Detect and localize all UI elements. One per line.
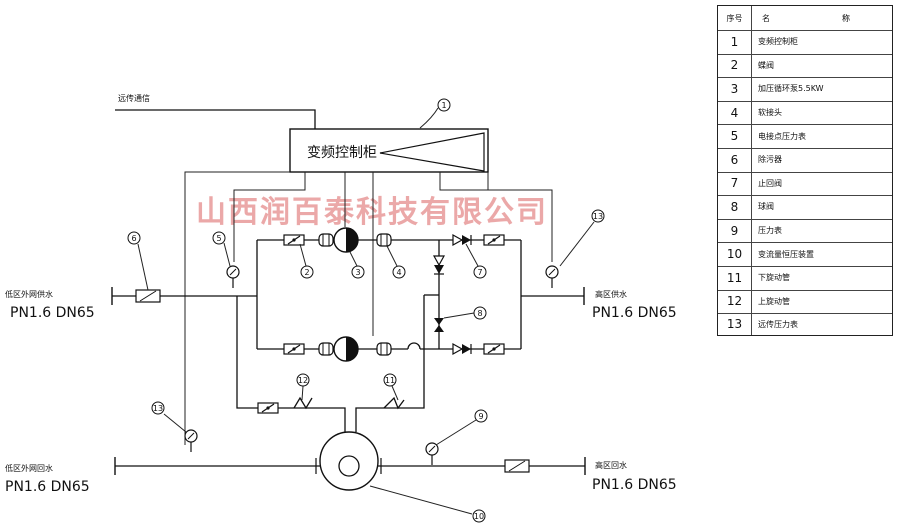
high-supply-title: 高区供水 [595, 289, 627, 299]
legend-row: 8 球阀 [718, 195, 892, 220]
legend-row-no: 11 [718, 266, 752, 290]
legend-row-no: 8 [718, 195, 752, 219]
legend-row: 10 变流量恒压装置 [718, 242, 892, 267]
legend-row-name: 上旋动管 [758, 296, 790, 306]
callout-3: 3 [355, 268, 360, 277]
callout-6: 6 [131, 234, 136, 243]
legend-header-no: 序号 [718, 6, 752, 30]
callout-2: 2 [304, 268, 309, 277]
low-supply-title: 低区外网供水 [5, 289, 53, 299]
legend-table: 序号 名 称 1 变频控制柜 2 蝶阀 3 加压循环泵5.5KW 4 软接头 5 电接点压… [717, 5, 893, 336]
legend-row: 1 变频控制柜 [718, 30, 892, 55]
legend-row: 13 远传压力表 [718, 313, 892, 336]
legend-header-name-b: 称 [842, 13, 850, 23]
legend-row: 9 压力表 [718, 218, 892, 244]
low-return-spec: PN1.6 DN65 [5, 479, 90, 495]
constant-pressure-device [319, 431, 379, 491]
control-cabinet: 变频控制柜 [289, 128, 489, 173]
legend-row-no: 5 [718, 124, 752, 148]
legend-row-name: 止回阀 [758, 178, 782, 188]
high-return-spec: PN1.6 DN65 [592, 477, 677, 493]
legend-header-name-a: 名 [762, 13, 770, 23]
callouts: 2 3 4 5 6 7 8 9 10 11 12 13 [127, 209, 605, 523]
legend-row: 11 下旋动管 [718, 266, 892, 291]
legend-row-name: 软接头 [758, 108, 782, 118]
legend-row-name: 加压循环泵5.5KW [758, 84, 824, 94]
callout-13-high: 13 [593, 212, 603, 221]
low-supply-spec: PN1.6 DN65 [10, 305, 95, 321]
watermark-text: 山西润百泰科技有限公司 [196, 195, 548, 230]
callout-5: 5 [216, 234, 221, 243]
legend-row-name: 变流量恒压装置 [758, 249, 814, 259]
callout-4: 4 [396, 268, 401, 277]
legend-row-name: 变频控制柜 [758, 37, 798, 47]
legend-row: 6 除污器 [718, 148, 892, 173]
low-return-title: 低区外网回水 [5, 463, 53, 473]
legend-row-no: 10 [718, 242, 752, 266]
callout-1: 1 [441, 101, 446, 110]
legend-row-no: 1 [718, 30, 752, 54]
legend-row-name: 下旋动管 [758, 273, 790, 283]
legend-row-no: 2 [718, 53, 752, 78]
legend-row-name: 电接点压力表 [758, 131, 806, 141]
control-wire-gauge5 [233, 172, 306, 262]
legend-row-no: 6 [718, 148, 752, 172]
legend-row: 3 加压循环泵5.5KW [718, 77, 892, 102]
high-supply-spec: PN1.6 DN65 [592, 305, 677, 321]
callout-12: 12 [298, 376, 308, 385]
legend-row: 5 电接点压力表 [718, 124, 892, 149]
legend-row-no: 13 [718, 313, 752, 336]
callout-7: 7 [477, 268, 482, 277]
legend-row-no: 3 [718, 77, 752, 101]
callout-8: 8 [477, 309, 482, 318]
legend-row-name: 球阀 [758, 202, 774, 212]
legend-row-no: 7 [718, 171, 752, 196]
control-wire-right [439, 172, 553, 262]
legend-row-name: 蝶阀 [758, 60, 774, 70]
control-wire-left [184, 171, 290, 445]
legend-row-name: 压力表 [758, 226, 782, 236]
callout-9: 9 [478, 412, 483, 421]
legend-row: 2 蝶阀 [718, 53, 892, 79]
legend-row: 12 上旋动管 [718, 289, 892, 315]
callout-10: 10 [474, 512, 484, 521]
legend-row-name: 除污器 [758, 155, 782, 165]
legend-row-name: 远传压力表 [758, 319, 798, 329]
legend-row-no: 4 [718, 100, 752, 125]
legend-row-no: 12 [718, 289, 752, 314]
remote-comm-label: 远传通信 [118, 93, 150, 103]
legend-row: 4 软接头 [718, 100, 892, 126]
remote-comm-line [115, 109, 316, 129]
legend-header: 序号 名 称 [718, 6, 892, 31]
cabinet-label: 变频控制柜 [307, 145, 377, 161]
callout-13-low: 13 [153, 404, 163, 413]
legend-row: 7 止回阀 [718, 171, 892, 197]
callout-11: 11 [385, 376, 395, 385]
legend-row-no: 9 [718, 218, 752, 243]
high-return-title: 高区回水 [595, 460, 627, 470]
